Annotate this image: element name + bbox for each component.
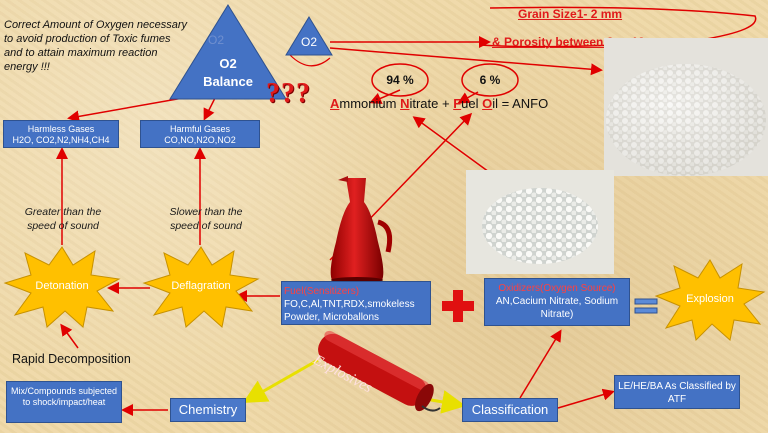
harmless-gases-title: Harmless Gases bbox=[27, 124, 95, 134]
detonation-label: Detonation bbox=[35, 280, 89, 292]
fuel-body: FO,C,Al,TNT,RDX,smokeless Powder, Microb… bbox=[284, 299, 415, 323]
oxidizer-title: Oxidizers(Oxygen Source) bbox=[498, 283, 616, 294]
harmful-gases-title: Harmful Gases bbox=[169, 124, 231, 134]
equals-icon bbox=[634, 298, 658, 314]
deflagration-label: Deflagration bbox=[171, 280, 231, 292]
slower-speed-note: Slower than the speed of sound bbox=[169, 206, 243, 232]
grain-size-text: Grain Size1- 2 mm bbox=[518, 7, 623, 21]
detonation-star bbox=[3, 246, 121, 328]
formula-f-rest: uel bbox=[461, 96, 483, 111]
classification-label: Classification bbox=[471, 402, 549, 417]
atf-classification-box: LE/HE/BA As Classified by ATF bbox=[614, 375, 740, 409]
o2-small-triangle bbox=[285, 16, 333, 56]
greater-speed-note: Greater than the speed of sound bbox=[24, 206, 102, 232]
prill-pellets-image bbox=[604, 38, 768, 176]
oxidizer-pellets-image bbox=[466, 170, 614, 274]
explosives-stick-image bbox=[318, 330, 441, 412]
formula-a: A bbox=[330, 96, 340, 111]
fuel-box: Fuel(Sensitizers) FO,C,Al,TNT,RDX,smokel… bbox=[281, 281, 431, 325]
classification-box: Classification bbox=[462, 398, 558, 422]
anfo-formula: Ammonium Nitrate + Fuel Oil = ANFO bbox=[330, 96, 548, 111]
formula-f: F bbox=[453, 96, 462, 111]
question-marks: ??? bbox=[266, 78, 311, 109]
small-triangle-label: O2 bbox=[300, 35, 317, 49]
oxidizer-body: AN,Cacium Nitrate, Sodium Nitrate) bbox=[495, 296, 619, 320]
hidden-o2-label: O2 bbox=[208, 33, 225, 47]
formula-o-rest: il = ANFO bbox=[492, 96, 549, 111]
balance-label-line1: O2 bbox=[219, 56, 237, 71]
percent-fo: 6 % bbox=[479, 73, 501, 87]
harmless-gases-list: H2O, CO2,N2,NH4,CH4 bbox=[12, 135, 110, 145]
balance-label-line2: Balance bbox=[203, 74, 253, 89]
harmful-gases-box: Harmful Gases CO,NO,N2O,NO2 bbox=[140, 120, 260, 148]
o2-balance-triangle bbox=[169, 4, 287, 100]
formula-n-rest: itrate + bbox=[409, 96, 454, 111]
oxidizer-box: Oxidizers(Oxygen Source) AN,Cacium Nitra… bbox=[484, 278, 630, 326]
harmful-gases-list: CO,NO,N2O,NO2 bbox=[164, 135, 236, 145]
chemistry-label: Chemistry bbox=[178, 402, 238, 417]
percent-an: 94 % bbox=[386, 73, 414, 87]
percent-oval-an bbox=[371, 63, 429, 97]
intro-text: Correct Amount of Oxygen necessary to av… bbox=[4, 19, 188, 73]
explosion-label: Explosion bbox=[686, 293, 734, 305]
deflagration-star bbox=[142, 246, 260, 328]
fuel-title: Fuel(Sensitizers) bbox=[284, 286, 360, 297]
formula-a-rest: mmonium bbox=[339, 96, 401, 111]
formula-n: N bbox=[400, 96, 410, 111]
formula-o: O bbox=[482, 96, 493, 111]
rapid-decomposition-text: Rapid Decomposition bbox=[12, 352, 131, 366]
plus-icon bbox=[442, 290, 474, 322]
harmless-gases-box: Harmless Gases H2O, CO2,N2,NH4,CH4 bbox=[3, 120, 119, 148]
chemistry-box: Chemistry bbox=[170, 398, 246, 422]
explosion-star bbox=[654, 259, 766, 342]
mix-compounds-box: Mix/Compounds subjected to shock/impact/… bbox=[6, 381, 122, 423]
fuel-flask-image bbox=[330, 176, 393, 283]
percent-oval-fo bbox=[461, 63, 519, 97]
atf-classification-text: LE/HE/BA As Classified by ATF bbox=[618, 381, 736, 405]
mix-compounds-text: Mix/Compounds subjected to shock/impact/… bbox=[10, 386, 118, 407]
